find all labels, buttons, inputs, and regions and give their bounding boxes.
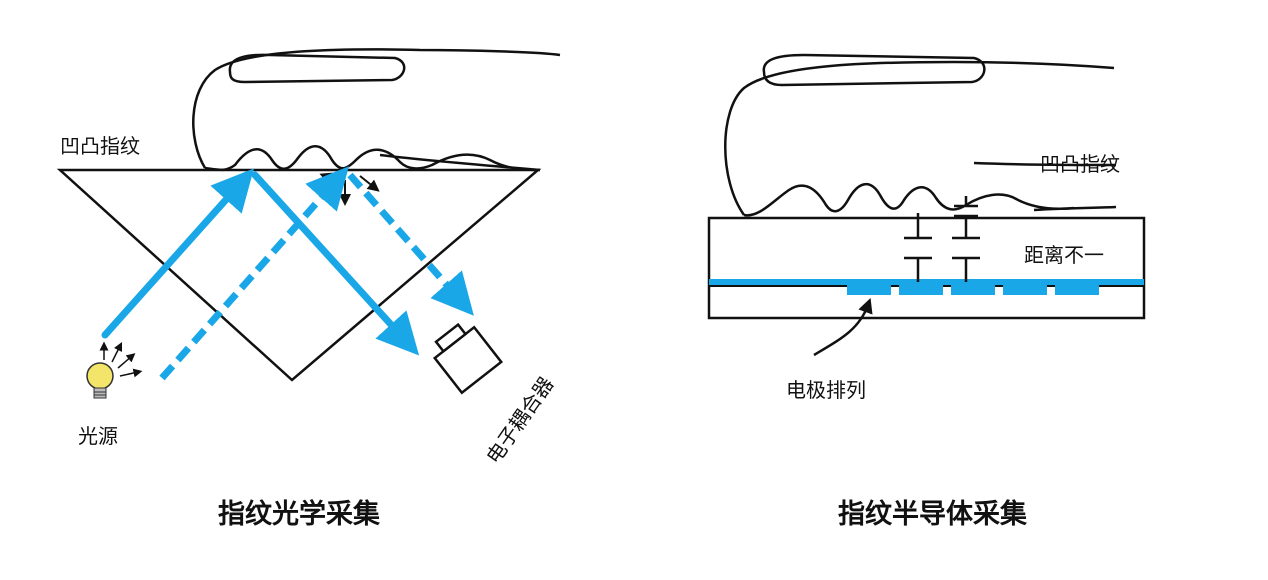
ridge-label: 凹凸指纹: [60, 134, 140, 158]
distance-label: 距离不一: [1024, 243, 1104, 267]
capacitor-1: [904, 213, 932, 282]
light-bulb-icon: [86, 362, 114, 399]
ridge-label: 凹凸指纹: [1040, 152, 1120, 176]
optical-caption: 指纹光学采集: [218, 499, 380, 530]
capacitor-2: [952, 196, 980, 282]
optical-diagram: [56, 48, 561, 399]
prism: [56, 168, 542, 382]
electrode-label: 电极排列: [786, 378, 866, 402]
sensor-body: [707, 216, 1146, 320]
fingernail: [762, 53, 986, 87]
finger-outline: [724, 60, 1115, 216]
light-rays: [99, 341, 143, 378]
finger-outline: [192, 48, 561, 169]
dashed-light-path: [159, 166, 474, 381]
electrode-pointer: [813, 297, 873, 357]
semiconductor-panel: 凹凸指纹 距离不一 电极排列 指纹半导体采集: [634, 0, 1268, 580]
ccd-camera-icon: [433, 322, 503, 395]
optical-panel: 凹凸指纹 光源 电子耦合器 指纹光学采集: [56, 48, 561, 530]
fingerprint-ridges: [743, 183, 1075, 217]
finger-underside-bottom: [1033, 205, 1117, 212]
electrode-pads: [847, 282, 1099, 295]
solid-light-path: [101, 168, 420, 356]
semiconductor-diagram: [707, 53, 1146, 357]
light-source-label: 光源: [78, 424, 118, 448]
finger-underside: [973, 161, 1117, 167]
semiconductor-caption: 指纹半导体采集: [838, 499, 1027, 530]
fingernail: [228, 53, 406, 84]
